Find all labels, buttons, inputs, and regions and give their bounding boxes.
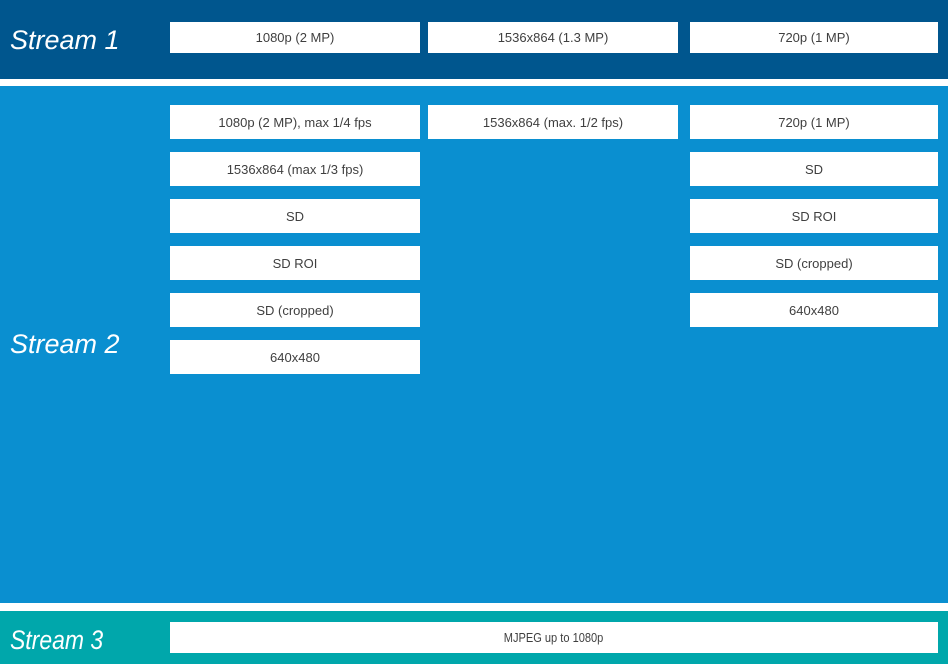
resolution-box-stream2-sd: SD xyxy=(170,199,420,233)
resolution-box-stream2-1080p-max-fps: 1080p (2 MP), max 1/4 fps xyxy=(170,105,420,139)
resolution-box-stream2-sd-right: SD xyxy=(690,152,938,186)
stream2-band: Stream 2 1080p (2 MP), max 1/4 fps 1536x… xyxy=(0,86,948,603)
resolution-box-stream2-640x480-right: 640x480 xyxy=(690,293,938,327)
resolution-box-stream2-1536x864-half-fps: 1536x864 (max. 1/2 fps) xyxy=(428,105,678,139)
stream2-label: Stream 2 xyxy=(10,329,120,359)
mjpeg-box-text: MJPEG up to 1080p xyxy=(504,630,604,645)
resolution-box-stream1-1536x864: 1536x864 (1.3 MP) xyxy=(428,22,678,53)
resolution-box-stream2-sd-roi-right: SD ROI xyxy=(690,199,938,233)
resolution-box-stream2-1536x864-max-fps: 1536x864 (max 1/3 fps) xyxy=(170,152,420,186)
resolution-box-stream1-1080p: 1080p (2 MP) xyxy=(170,22,420,53)
stream1-label: Stream 1 xyxy=(10,25,120,55)
resolution-box-stream3-mjpeg: MJPEG up to 1080p xyxy=(170,622,938,653)
resolution-box-stream2-720p: 720p (1 MP) xyxy=(690,105,938,139)
stream2-column-2: 1536x864 (max. 1/2 fps) xyxy=(428,105,678,139)
stream3-band: Stream 3 MJPEG up to 1080p xyxy=(0,611,948,664)
resolution-box-stream2-sd-cropped: SD (cropped) xyxy=(170,293,420,327)
stream1-band: Stream 1 1080p (2 MP) 1536x864 (1.3 MP) … xyxy=(0,0,948,79)
stream3-label: Stream 3 xyxy=(10,625,104,655)
resolution-box-stream2-640x480: 640x480 xyxy=(170,340,420,374)
stream2-column-1: 1080p (2 MP), max 1/4 fps 1536x864 (max … xyxy=(170,105,420,374)
resolution-box-stream1-720p: 720p (1 MP) xyxy=(690,22,938,53)
resolution-box-stream2-sd-roi: SD ROI xyxy=(170,246,420,280)
stream2-column-3: 720p (1 MP) SD SD ROI SD (cropped) 640x4… xyxy=(690,105,938,327)
resolution-box-stream2-sd-cropped-right: SD (cropped) xyxy=(690,246,938,280)
